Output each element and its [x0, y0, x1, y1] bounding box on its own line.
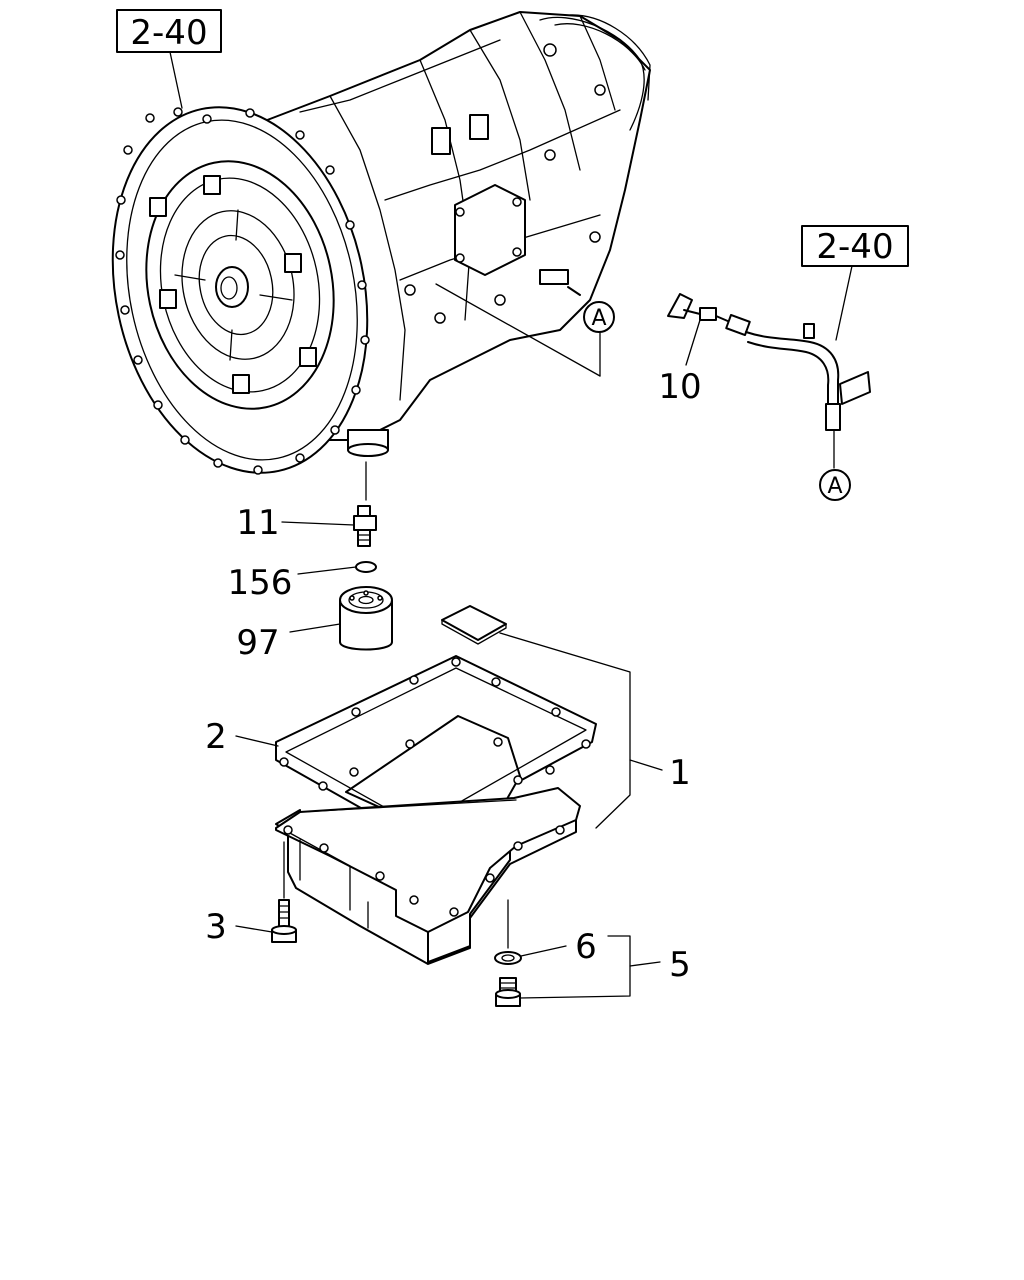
leader-10 — [685, 319, 701, 366]
ref-leader-transmission — [169, 51, 183, 109]
label-part-11: 11 — [236, 503, 279, 543]
part-11-fitting — [353, 505, 377, 547]
leader-connector-a-transmission — [435, 283, 601, 377]
label-part-10: 10 — [658, 367, 701, 407]
label-part-2: 2 — [205, 717, 227, 757]
connector-a-marker-dipstick[interactable]: A — [819, 469, 851, 501]
label-part-3: 3 — [205, 907, 227, 947]
connector-a-label: A — [591, 306, 606, 331]
ref-label-transmission: 2-40 — [130, 13, 207, 53]
part-1-oil-pan — [275, 787, 581, 965]
leader-97 — [289, 623, 341, 633]
ref-box-dipstick[interactable]: 2-40 — [801, 225, 909, 267]
leader-6 — [520, 945, 567, 957]
label-part-156: 156 — [228, 563, 293, 603]
label-part-1: 1 — [669, 753, 691, 793]
part-97-oil-filter — [339, 586, 393, 651]
leader-3 — [235, 925, 273, 933]
ref-leader-dipstick — [835, 265, 853, 341]
ref-box-transmission[interactable]: 2-40 — [116, 9, 222, 53]
transmission-assembly — [111, 11, 651, 475]
leader-11 — [281, 521, 355, 526]
label-part-5: 5 — [669, 945, 691, 985]
leader-156 — [297, 566, 357, 575]
part-6-washer — [494, 951, 522, 965]
label-part-6: 6 — [575, 927, 597, 967]
part-156-o-ring — [355, 561, 377, 573]
part-1-strainer — [441, 605, 507, 645]
label-part-97: 97 — [236, 623, 279, 663]
leader-1 — [499, 632, 631, 829]
oil-level-gauge — [667, 293, 871, 431]
part-5-drain-plug — [495, 977, 521, 1007]
part-3-bolt — [271, 899, 297, 943]
leader-2 — [235, 735, 279, 747]
connector-a-marker[interactable]: A — [583, 301, 615, 333]
ref-label-dipstick: 2-40 — [816, 227, 893, 267]
connector-a-label-dipstick: A — [827, 474, 842, 499]
